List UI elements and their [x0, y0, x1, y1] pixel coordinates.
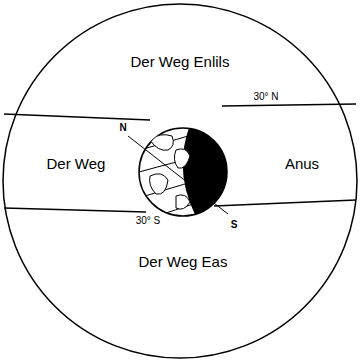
- south-pole-label: S: [230, 219, 239, 230]
- lower-region: Der Weg Eas: [60, 240, 306, 284]
- middle-band: Der Weg Anus: [4, 122, 356, 202]
- north-pole-label: N: [118, 122, 127, 133]
- earth-globe: [128, 120, 240, 224]
- region-name: Der Weg Eas: [139, 253, 228, 270]
- earth-axis: [128, 136, 228, 214]
- latitude-label: 30° N: [252, 91, 279, 102]
- sky-circle: [3, 4, 357, 358]
- region-name: Der Weg: [47, 155, 106, 172]
- upper-region: Der Weg Enlils: [60, 40, 300, 84]
- region-name: Anus: [285, 155, 319, 172]
- latitude-label: 30° S: [135, 215, 162, 226]
- band-lines: [4, 104, 356, 212]
- region-name: Der Weg Enlils: [131, 53, 230, 70]
